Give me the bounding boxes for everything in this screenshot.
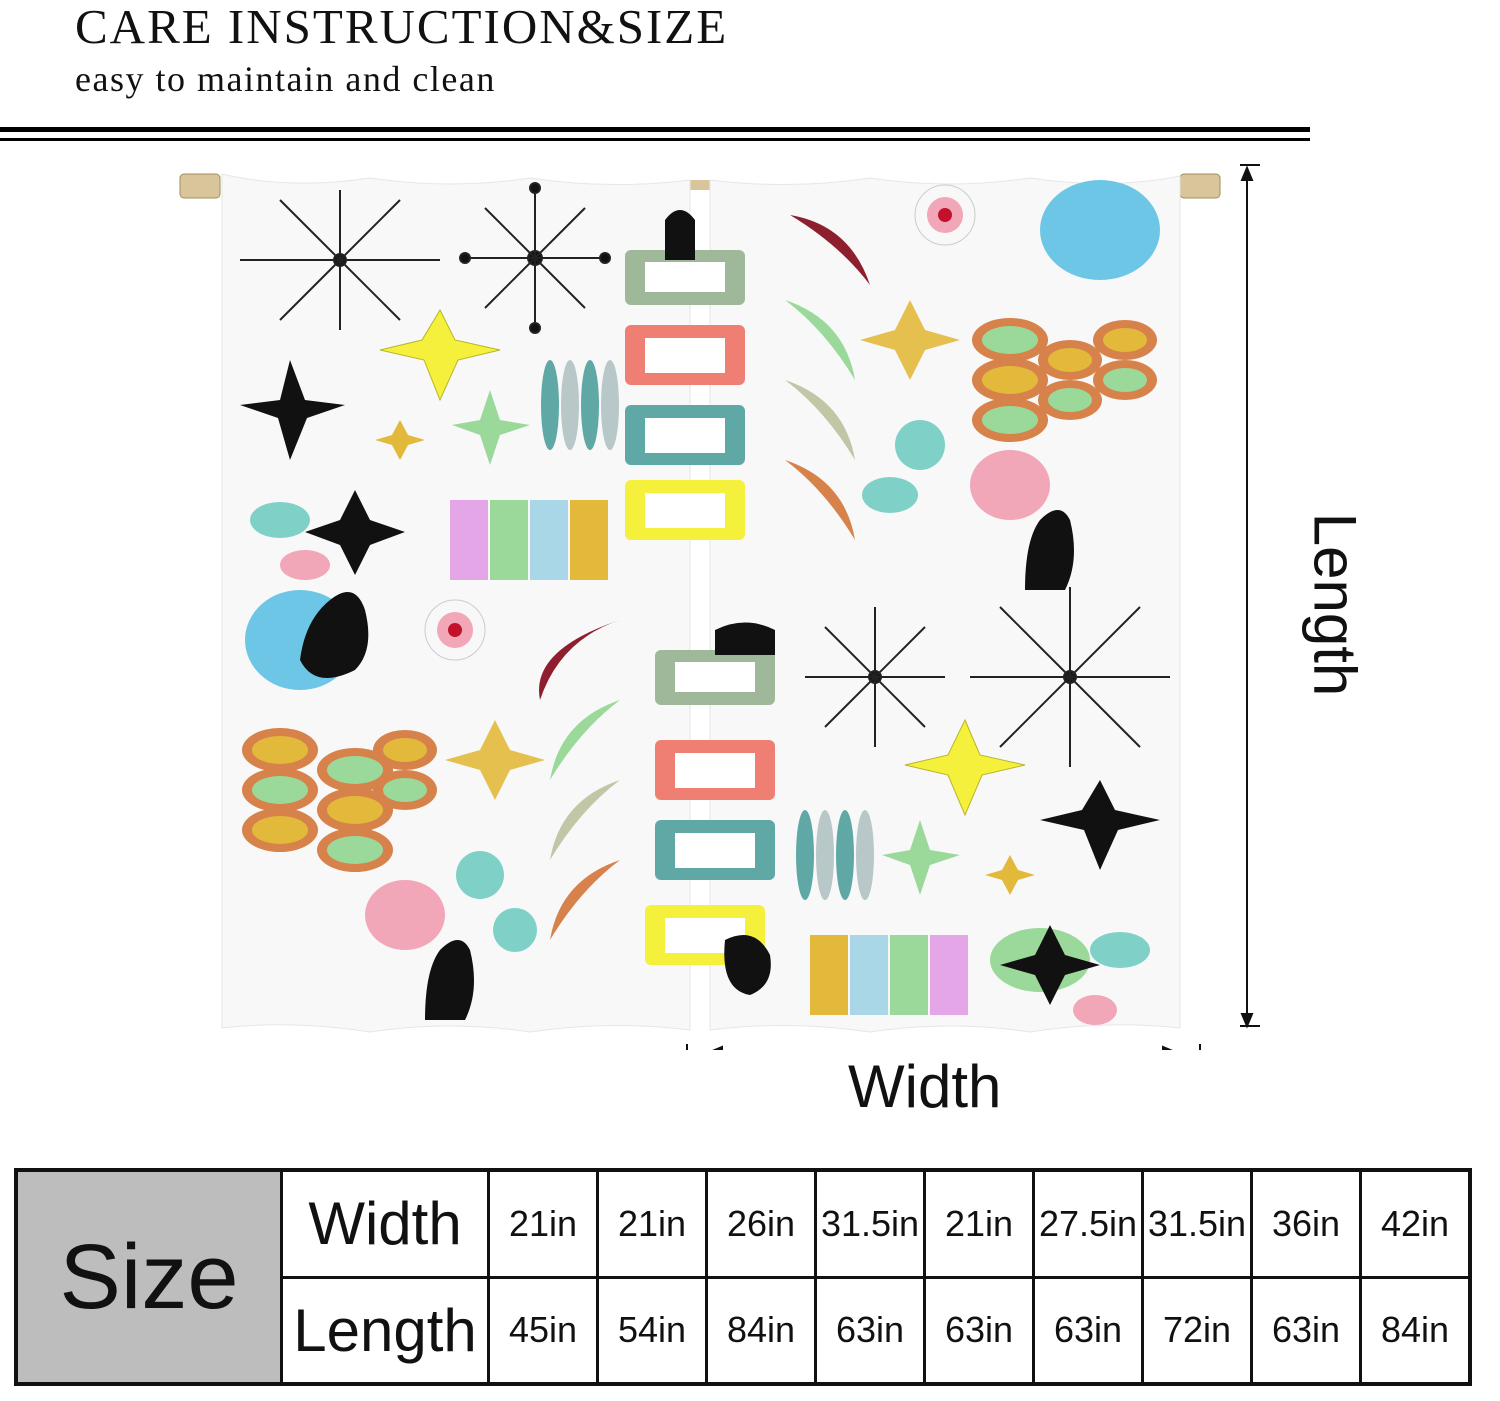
width-label: Width [848,1053,1002,1120]
width-row-label: Width [280,1168,490,1279]
width-dimension-line [686,1044,1201,1050]
curtain-panel-left [221,173,691,1033]
length-cell: 84in [1359,1275,1472,1386]
oval-pattern [541,360,619,450]
length-cell: 63in [1032,1275,1144,1386]
curtain-illustration [170,160,1290,1050]
page-subtitle: easy to maintain and clean [75,59,496,99]
width-cell: 21in [596,1168,708,1279]
length-label: Length [1301,512,1369,697]
length-row-label: Length [280,1275,490,1386]
length-cell: 63in [814,1275,926,1386]
curtain-svg [179,164,1260,1050]
width-cell: 27.5in [1032,1168,1144,1279]
size-header: Size [14,1168,283,1386]
width-cell: 21in [923,1168,1035,1279]
curtain-panel-right [625,175,1181,1033]
width-cell: 31.5in [1141,1168,1253,1279]
page-title: CARE INSTRUCTION&SIZE [75,0,729,54]
divider-thin [0,138,1310,141]
width-cell: 31.5in [814,1168,926,1279]
length-cell: 84in [705,1275,817,1386]
divider-thick [0,127,1310,132]
length-cell: 63in [923,1275,1035,1386]
oval-group-right [972,318,1157,442]
width-cell: 26in [705,1168,817,1279]
size-row-length: Length 45in 54in 84in 63in 63in 63in 72i… [16,1275,1472,1386]
size-row-width: Size Width 21in 21in 26in 31.5in 21in 27… [14,1168,1472,1386]
length-cell: 63in [1250,1275,1362,1386]
curtain-rod [179,173,1221,199]
length-cell: 54in [596,1275,708,1386]
length-cell: 45in [487,1275,599,1386]
width-cell: 21in [487,1168,599,1279]
length-cell: 72in [1141,1275,1253,1386]
length-dimension-line [1240,164,1260,1029]
width-cell: 36in [1250,1168,1362,1279]
size-table: Size Width 21in 21in 26in 31.5in 21in 27… [14,1168,1472,1386]
width-cell: 42in [1359,1168,1472,1279]
oval-group-left [242,728,437,872]
